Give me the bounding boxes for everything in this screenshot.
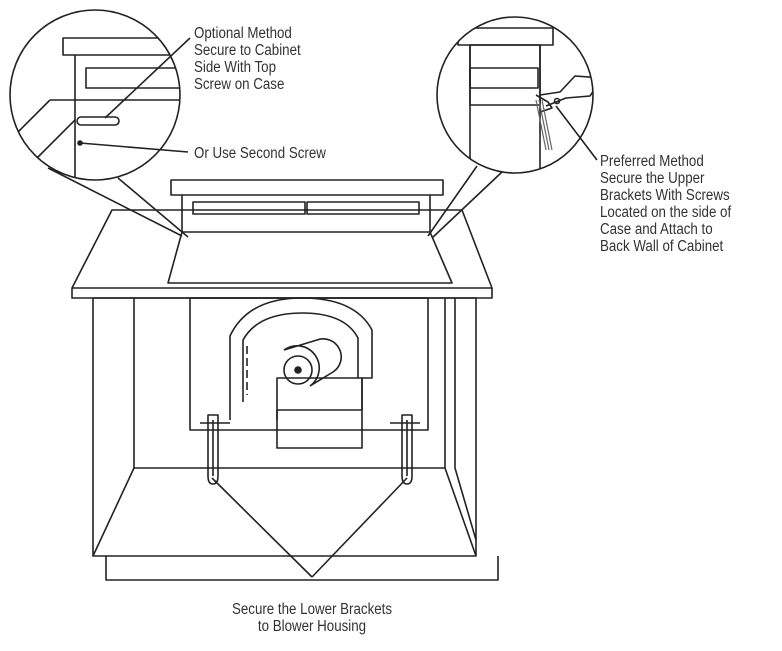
leader-lower [211, 477, 408, 578]
leader-preferred [555, 105, 598, 161]
leader-optional [104, 37, 191, 119]
cabinet [71, 209, 499, 581]
detail-circle-right [427, 16, 594, 239]
hood-case [167, 179, 453, 284]
lower-bracket-right [390, 414, 420, 485]
label-line: Or Use Second Screw [194, 145, 326, 162]
label-line: Secure the Lower Brackets [231, 601, 393, 618]
detail-circle-left [9, 9, 189, 238]
right-detail-hood [457, 27, 593, 173]
leader-second [79, 142, 189, 153]
blower-assembly [189, 297, 429, 449]
label-lower-brackets: Secure the Lower Brackets to Blower Hous… [183, 601, 441, 635]
label-second-screw: Or Use Second Screw [194, 145, 326, 162]
label-line: Located on the side of [600, 204, 732, 221]
label-line: Optional Method [194, 25, 292, 42]
label-line: Secure to Cabinet [194, 42, 301, 59]
label-line: Case and Attach to [600, 221, 713, 238]
label-line: Brackets With Screws [600, 187, 730, 204]
label-line: Secure the Upper [600, 170, 705, 187]
label-line: to Blower Housing [257, 618, 367, 635]
left-detail-hood [14, 37, 180, 180]
lower-bracket-left [200, 414, 230, 485]
label-line: Screw on Case [194, 76, 285, 93]
label-line: Preferred Method [600, 153, 704, 170]
label-optional-method: Optional Method Secure to Cabinet Side W… [194, 25, 301, 93]
label-line: Back Wall of Cabinet [600, 238, 724, 255]
label-line: Side With Top [194, 59, 277, 76]
label-preferred-method: Preferred Method Secure the Upper Bracke… [600, 153, 731, 255]
